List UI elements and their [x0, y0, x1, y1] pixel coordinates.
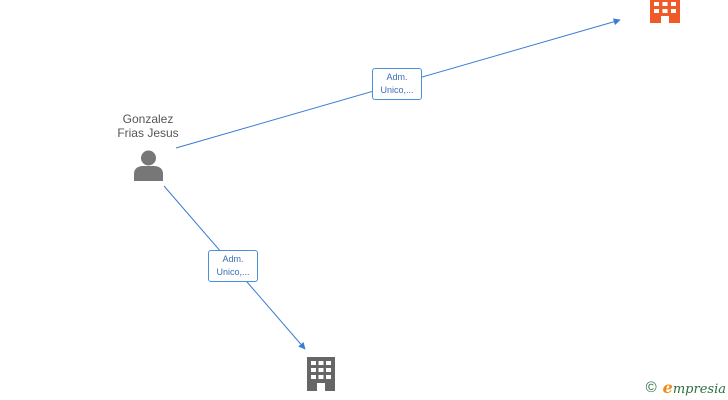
brand-wordmark: empresia	[662, 378, 726, 397]
brand-logo: © empresia	[646, 378, 726, 397]
person-name[interactable]: Gonzalez Frias Jesus	[117, 112, 179, 140]
edge-label-top[interactable]: Adm. Unico,...	[372, 68, 422, 100]
person-icon[interactable]	[134, 150, 163, 181]
copyright-symbol: ©	[645, 379, 657, 396]
building-icon[interactable]	[306, 357, 336, 391]
edge-label-bottom[interactable]: Adm. Unico,...	[208, 250, 258, 282]
building-icon[interactable]	[650, 0, 680, 23]
